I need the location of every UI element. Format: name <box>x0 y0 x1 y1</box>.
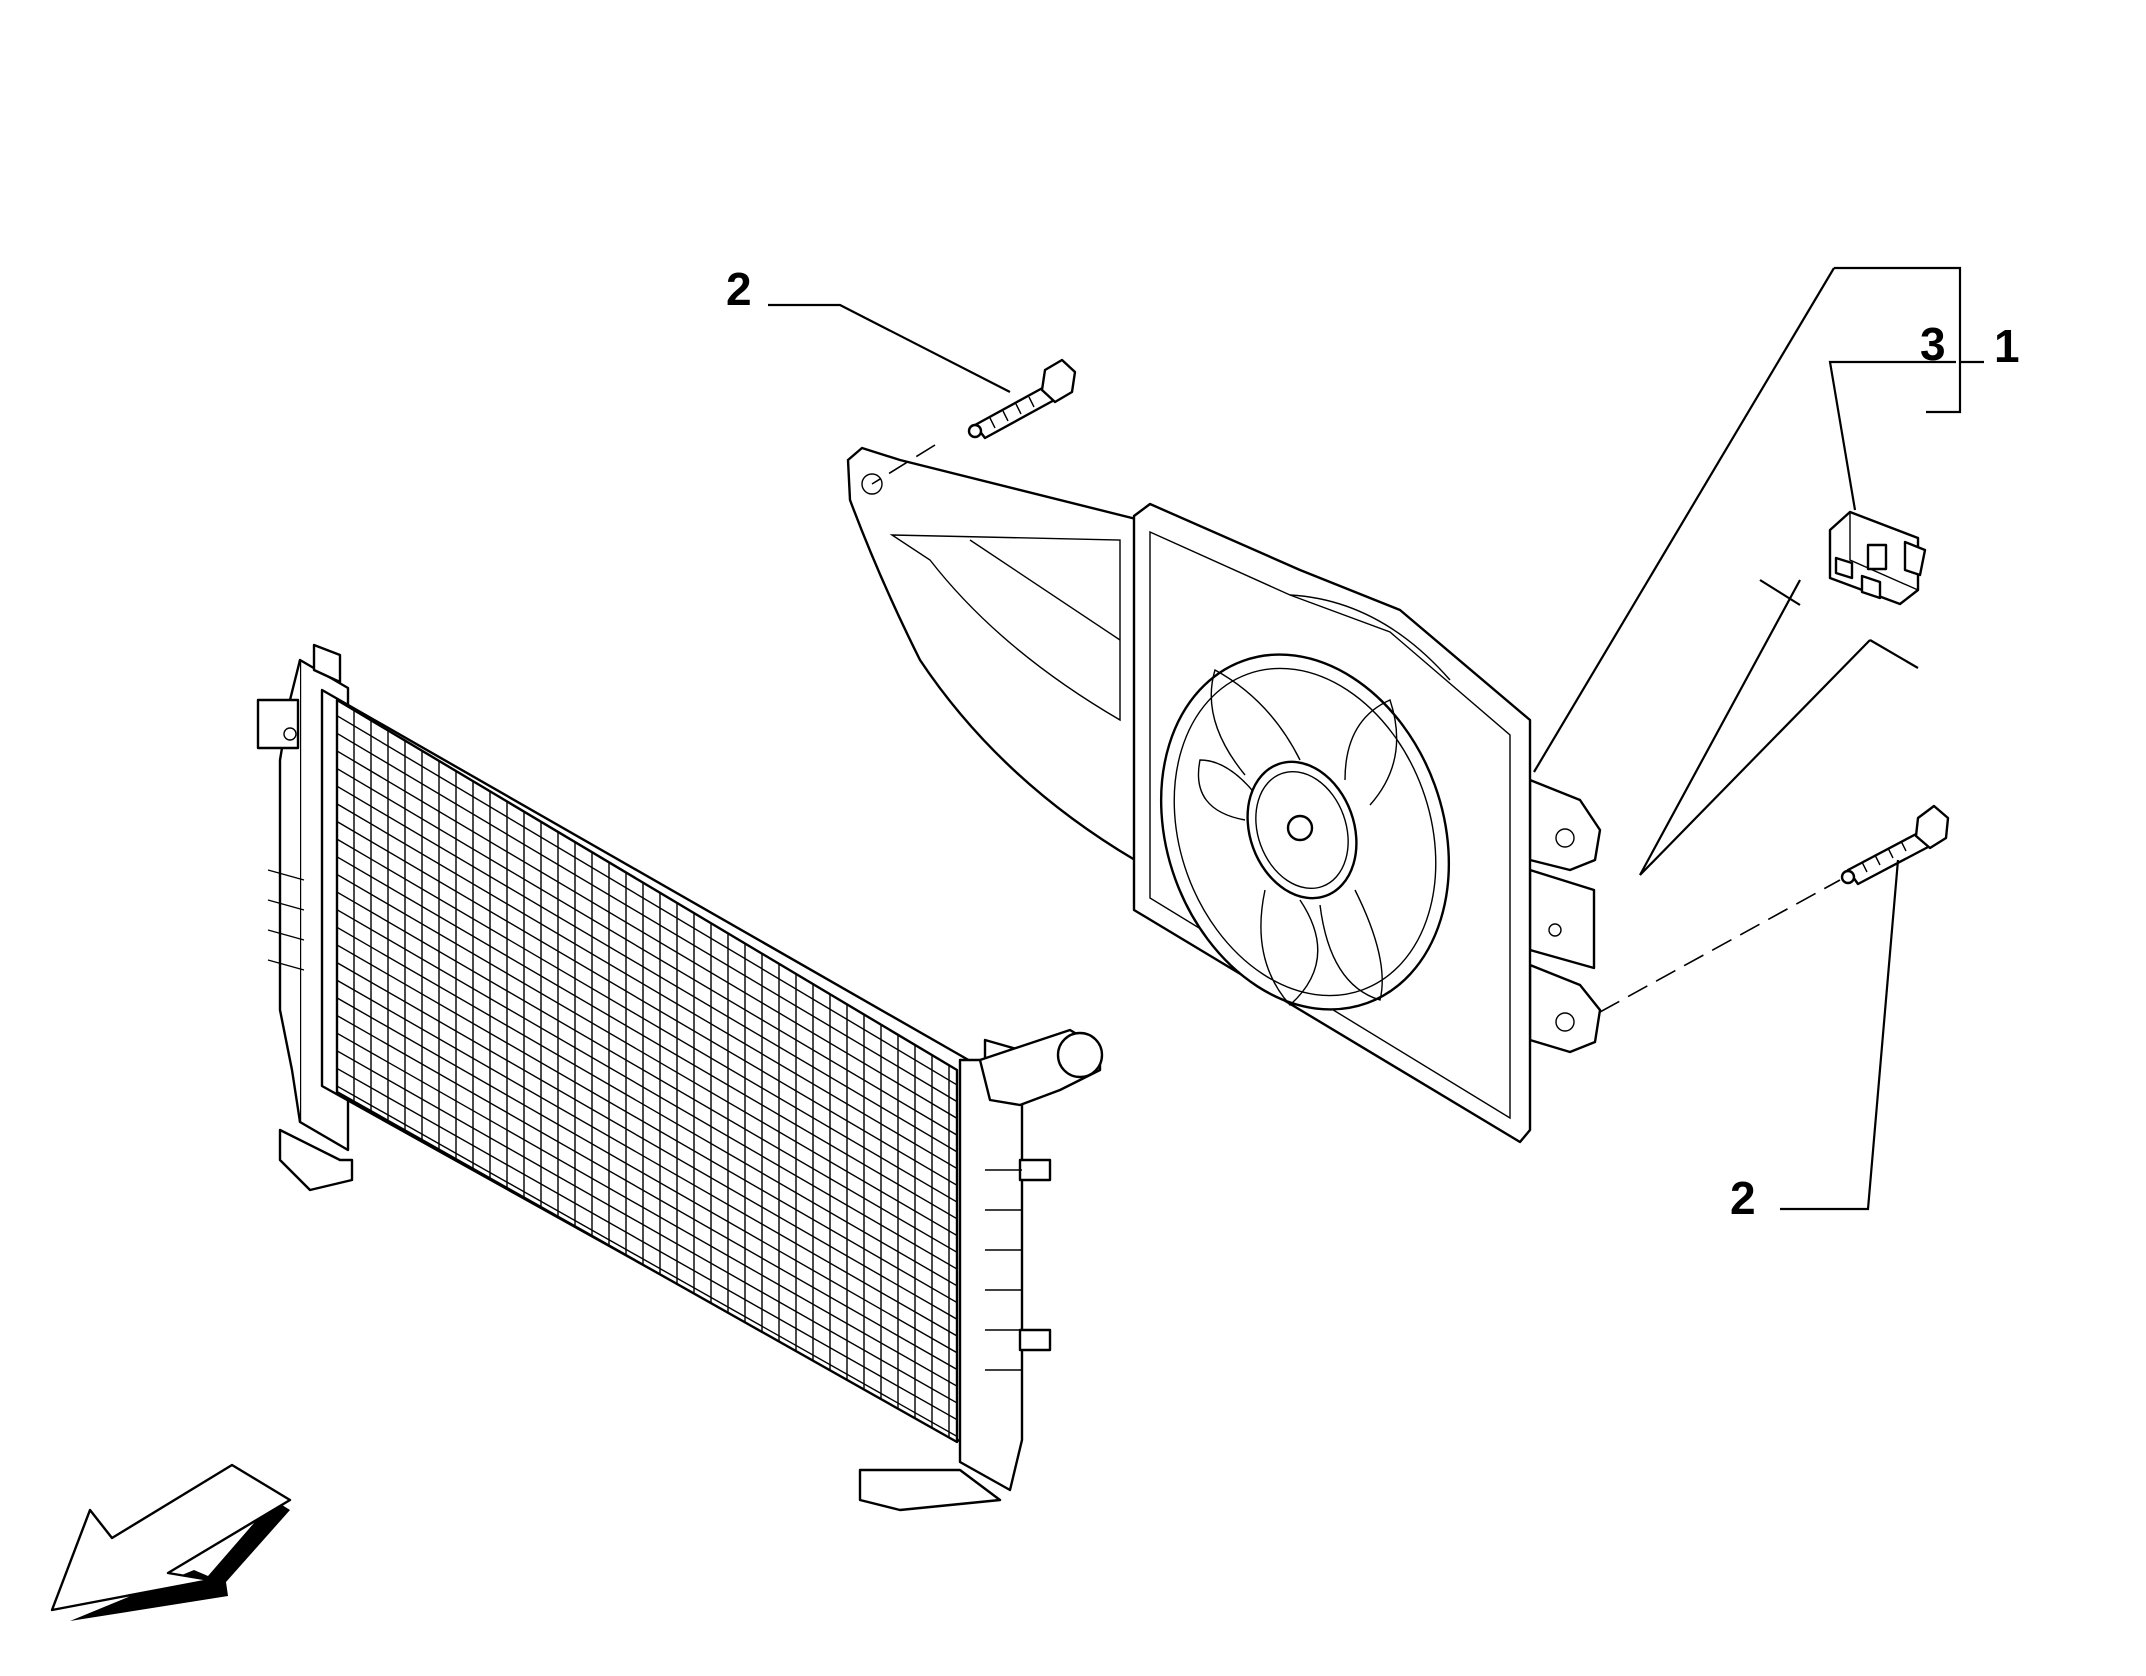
callout-fan-assembly: 1 <box>1994 320 2020 372</box>
core-tube <box>337 1014 957 1371</box>
core-tube <box>337 750 957 1119</box>
core-tube <box>337 1050 957 1404</box>
core-tube <box>337 979 957 1337</box>
alignment-line-bottom <box>1599 879 1841 1013</box>
core-tube <box>337 767 957 1136</box>
shroud-right-tab-top <box>1528 778 1602 872</box>
radiator-core <box>320 688 974 1450</box>
core-tube <box>337 1032 957 1387</box>
radiator-right-tank <box>858 1028 1104 1512</box>
core-tube <box>337 962 957 1320</box>
shroud-right-tab-middle <box>1528 868 1596 970</box>
core-tube <box>337 785 957 1153</box>
core-tube <box>337 944 957 1304</box>
callout-bolt-right: 2 <box>1730 1172 1756 1224</box>
core-tube <box>337 873 957 1237</box>
fan-resistor <box>1828 510 1927 606</box>
bolt-top <box>967 358 1077 440</box>
callout-bolt-top: 2 <box>726 263 752 315</box>
core-tube <box>337 803 957 1170</box>
bolt-right <box>1840 804 1950 886</box>
core-tube <box>337 926 957 1287</box>
shroud-left-wing <box>846 446 1142 862</box>
core-tube <box>337 732 957 1103</box>
core-tube <box>337 1085 957 1438</box>
core-tube <box>337 1067 957 1421</box>
core-tube <box>337 820 957 1186</box>
core-tube <box>337 891 957 1253</box>
direction-arrow-icon <box>50 1463 292 1621</box>
shroud-right-tab-bottom <box>1528 963 1602 1054</box>
radiator <box>256 643 1104 1512</box>
callout-resistor: 3 <box>1920 318 1946 370</box>
alignment-line-top <box>871 444 936 485</box>
core-tube <box>337 715 957 1086</box>
core-tube <box>337 909 957 1270</box>
fan-blades <box>1197 668 1398 1006</box>
core-tube <box>337 997 957 1354</box>
core-tube <box>337 856 957 1220</box>
fan-assembly <box>846 446 1602 1144</box>
core-tube <box>337 838 957 1203</box>
leader-lines <box>768 266 1984 1211</box>
